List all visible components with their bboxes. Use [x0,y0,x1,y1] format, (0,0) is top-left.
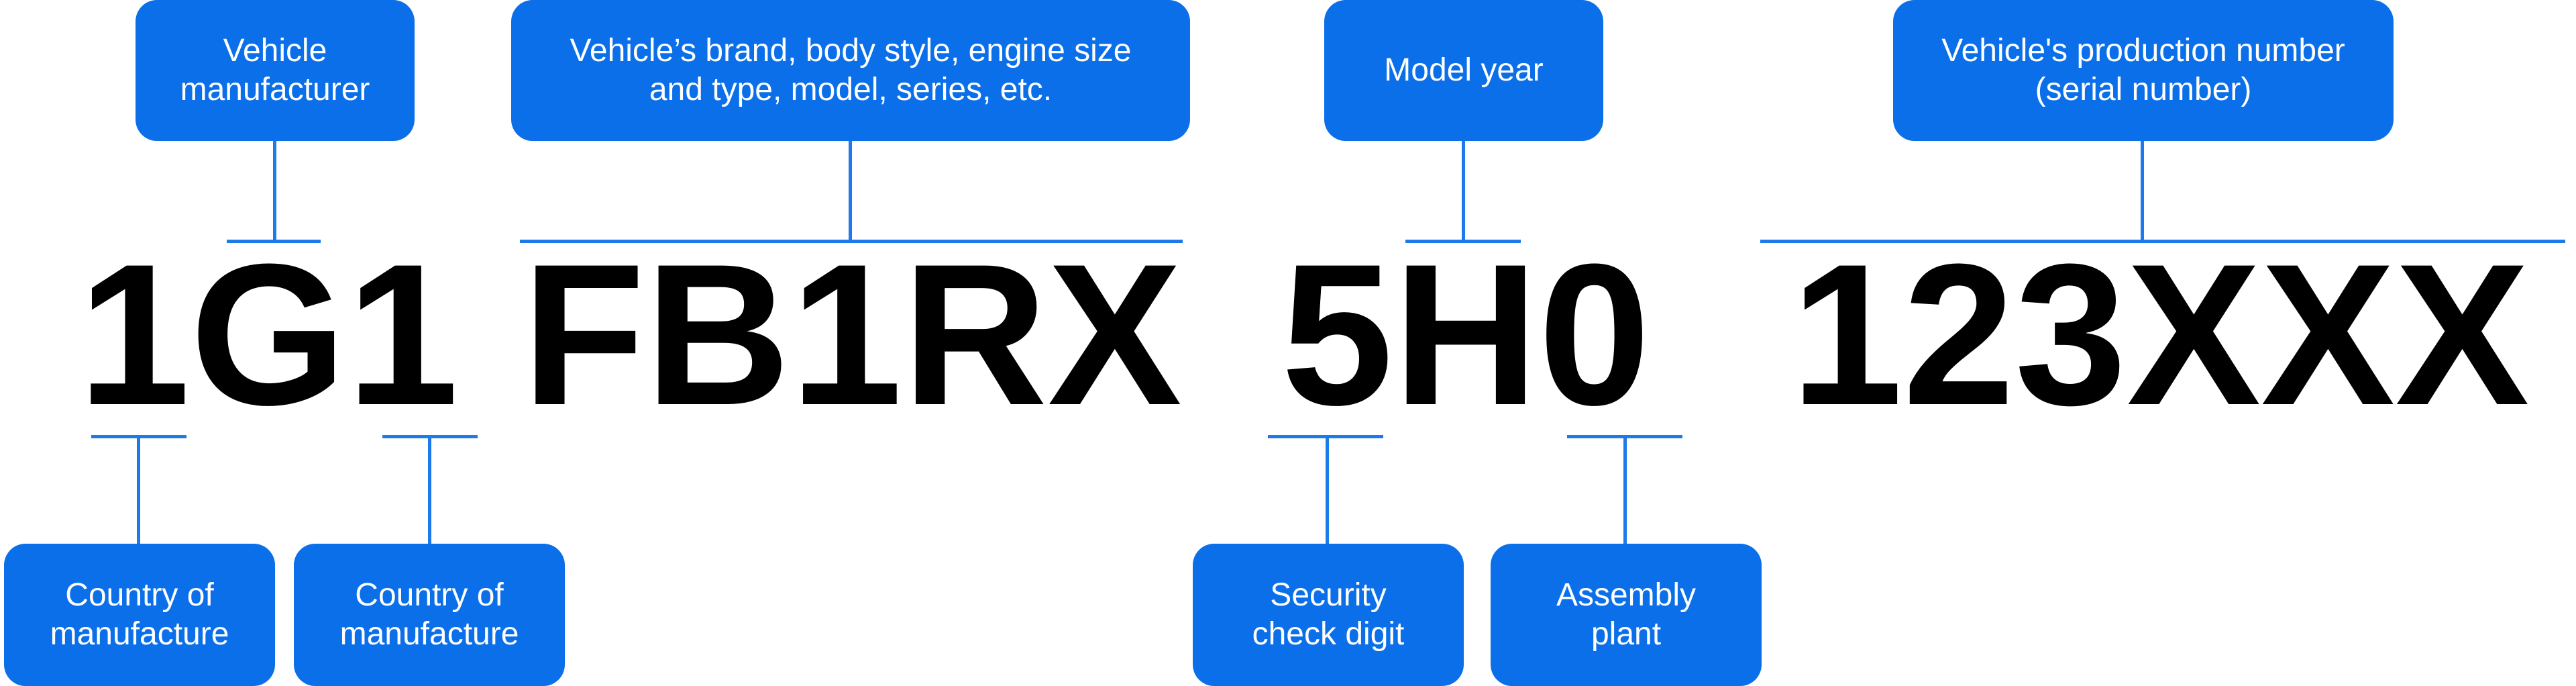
label-vehicle-manufacturer-text: Vehicle manufacturer [180,33,370,107]
label-country-of-manufacture-1: Country of manufacture [4,544,275,686]
vin-group-wmi: 1G1 [78,222,459,447]
label-security-check-digit-text: Security check digit [1252,577,1405,652]
label-vehicle-manufacturer: Vehicle manufacturer [136,0,415,141]
connector-serial-stem [2141,141,2144,242]
label-assembly-plant: Assembly plant [1491,544,1762,686]
connector-attributes-stem [849,141,852,242]
label-serial-number-text: Vehicle's production number (serial numb… [1941,33,2345,107]
label-assembly-plant-text: Assembly plant [1556,577,1697,652]
connector-plant-stem [1623,435,1627,544]
label-model-year-text: Model year [1384,52,1544,88]
label-country-of-manufacture-2-text: Country of manufacture [339,577,519,652]
label-vehicle-attributes: Vehicle’s brand, body style, engine size… [511,0,1190,141]
connector-manufacturer-stem [273,141,276,242]
vin-group-check-year-plant: 5H0 [1281,222,1651,447]
label-country-of-manufacture-2: Country of manufacture [294,544,565,686]
label-vehicle-attributes-text: Vehicle’s brand, body style, engine size… [570,33,1132,107]
connector-attributes-bar [520,240,1183,243]
connector-model-year-bar [1405,240,1521,243]
connector-check-digit-stem [1326,435,1329,544]
connector-country2-stem [428,435,431,544]
label-model-year: Model year [1324,0,1603,141]
label-country-of-manufacture-1-text: Country of manufacture [50,577,229,652]
label-security-check-digit: Security check digit [1193,544,1464,686]
connector-serial-bar [1760,240,2565,243]
connector-country1-stem [137,435,140,544]
connector-manufacturer-bar [227,240,321,243]
label-serial-number: Vehicle's production number (serial numb… [1893,0,2394,141]
connector-model-year-stem [1462,141,1465,242]
vin-group-vds: FB1RX [522,222,1182,447]
vin-group-serial: 123XXX [1790,222,2530,447]
